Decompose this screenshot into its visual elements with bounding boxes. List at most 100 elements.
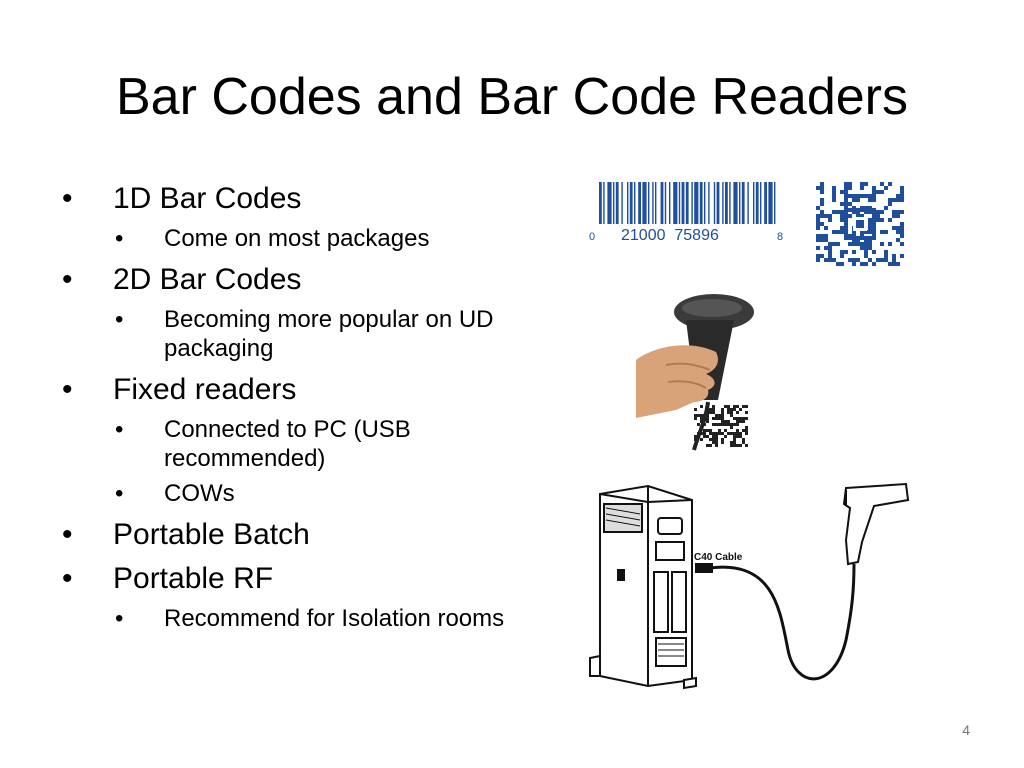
scanned-code-module <box>733 444 736 447</box>
scanned-code-module <box>745 426 748 429</box>
qr-module <box>872 250 876 254</box>
qr-module <box>840 218 844 222</box>
scanned-code-module <box>739 444 742 447</box>
qr-module <box>880 258 884 262</box>
qr-module <box>864 246 868 250</box>
qr-module <box>852 230 856 234</box>
scanned-code-module <box>712 438 715 441</box>
qr-module <box>896 238 900 242</box>
qr-module <box>824 234 828 238</box>
qr-module <box>896 194 900 198</box>
qr-module <box>860 186 864 190</box>
scanned-code-module <box>742 420 745 423</box>
scanned-code-module <box>721 432 724 435</box>
qr-module <box>880 182 884 186</box>
qr-module <box>896 198 900 202</box>
qr-module <box>872 190 876 194</box>
barcode-digits-main: 21000 75896 <box>621 227 719 244</box>
qr-module <box>876 258 880 262</box>
barcode-bar <box>685 182 689 224</box>
qr-module <box>828 242 832 246</box>
scanned-code-module <box>697 435 700 438</box>
qr-module <box>864 262 868 266</box>
scanned-code-module <box>721 423 724 426</box>
qr-module <box>860 194 864 198</box>
sub-bullet-cows: COWs <box>113 479 520 508</box>
qr-module <box>840 254 844 258</box>
qr-module <box>896 210 900 214</box>
qr-module <box>888 198 892 202</box>
qr-module <box>900 198 904 202</box>
qr-module <box>840 214 844 218</box>
barcode-bar <box>764 182 767 224</box>
qr-module <box>896 230 900 234</box>
scanned-code-module <box>694 438 697 441</box>
scanned-code-module <box>745 405 748 408</box>
scanned-code-module <box>709 411 712 414</box>
scanned-code-module <box>706 408 709 411</box>
qr-module <box>880 190 884 194</box>
scanned-code-module <box>721 420 724 423</box>
qr-module <box>852 198 856 202</box>
qr-module <box>820 254 824 258</box>
scanned-code-module <box>727 408 730 411</box>
barcode-bar <box>725 182 728 224</box>
scanned-code-module <box>718 423 721 426</box>
barcode-digit-right: 8 <box>777 231 783 243</box>
qr-module <box>856 194 860 198</box>
qr-module <box>844 186 848 190</box>
barcode-bar <box>603 182 605 224</box>
qr-module <box>864 230 868 234</box>
qr-module <box>888 182 892 186</box>
scanned-code-module <box>727 423 730 426</box>
qr-module <box>876 214 880 218</box>
qr-module <box>844 194 848 198</box>
scanned-code-module <box>715 435 718 438</box>
sub-bullet-ud-packaging: Becoming more popular on UD packaging <box>113 305 520 363</box>
barcode-bar <box>694 182 699 224</box>
qr-module <box>892 198 896 202</box>
scanned-code-module <box>736 417 739 420</box>
qr-module <box>892 226 896 230</box>
qr-module <box>876 218 880 222</box>
qr-module <box>836 210 840 214</box>
qr-module <box>880 218 884 222</box>
scanned-code-module <box>715 414 718 417</box>
scanned-code-module <box>736 435 739 438</box>
qr-module <box>864 182 868 186</box>
scanned-code-module <box>706 444 709 447</box>
scanned-code-module <box>742 417 745 420</box>
barcode-bar <box>613 182 615 224</box>
scanned-code-module <box>721 417 724 420</box>
scanned-code-module <box>694 435 697 438</box>
scanned-code-module <box>742 405 745 408</box>
barcode-bar <box>652 182 654 224</box>
qr-module <box>852 262 856 266</box>
qr-module <box>856 198 860 202</box>
qr-module <box>824 238 828 242</box>
qr-module <box>892 258 896 262</box>
barcode-bar <box>739 182 741 224</box>
scanned-code-module <box>706 405 709 408</box>
barcode-bar <box>716 182 720 224</box>
qr-module <box>820 238 824 242</box>
slide-title: Bar Codes and Bar Code Readers <box>115 68 908 126</box>
qr-module <box>848 194 852 198</box>
qr-module <box>888 262 892 266</box>
barcode-bar <box>753 182 755 224</box>
scanned-code-module <box>721 411 724 414</box>
qr-module <box>844 198 848 202</box>
scanned-code-module <box>694 408 697 411</box>
qr-module <box>836 262 840 266</box>
qr-module <box>900 226 904 230</box>
qr-module <box>868 226 872 230</box>
barcode-bar <box>648 182 650 224</box>
qr-module <box>868 222 872 226</box>
barcode-bar <box>704 182 706 224</box>
qr-module <box>888 202 892 206</box>
scanned-code-module <box>718 414 721 417</box>
scanned-code-module <box>733 405 736 408</box>
qr-module <box>844 182 848 186</box>
qr-module <box>868 258 872 262</box>
qr-module <box>840 226 844 230</box>
